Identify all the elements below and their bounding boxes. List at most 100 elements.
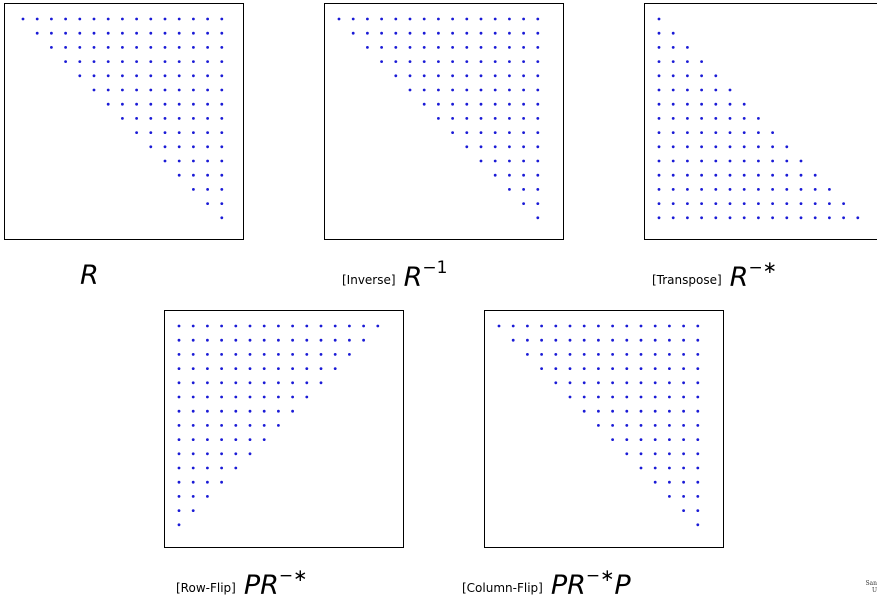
matrix-entry-dot	[380, 60, 383, 63]
matrix-entry-dot	[291, 324, 294, 328]
matrix-entry-dot	[536, 60, 540, 63]
matrix-entry-dot	[234, 338, 238, 342]
matrix-entry-dot	[639, 353, 643, 356]
matrix-entry-dot	[536, 188, 540, 191]
matrix-entry-dot	[177, 173, 181, 177]
matrix-entry-dot	[653, 324, 657, 328]
matrix-entry-dot	[163, 131, 167, 134]
matrix-entry-dot	[653, 409, 657, 413]
matrix-entry-dot	[437, 102, 440, 106]
matrix-entry-dot	[177, 46, 181, 49]
matrix-entry-dot	[206, 31, 210, 35]
matrix-entry-dot	[191, 324, 195, 328]
matrix-entry-dot	[657, 202, 661, 206]
matrix-entry-dot	[192, 88, 195, 92]
matrix-entry-dot	[757, 131, 760, 134]
matrix-entry-dot	[451, 17, 454, 21]
matrix-entry-dot	[248, 353, 252, 356]
matrix-entry-dot	[668, 424, 671, 427]
matrix-entry-dot	[785, 202, 789, 206]
matrix-entry-dot	[135, 131, 139, 134]
matrix-entry-dot	[657, 145, 661, 149]
matrix-entry-dot	[92, 74, 96, 78]
matrix-entry-dot	[682, 353, 685, 356]
matrix-entry-dot	[92, 46, 96, 49]
matrix-entry-dot	[291, 395, 294, 399]
matrix-entry-dot	[568, 395, 572, 399]
matrix-entry-dot	[206, 324, 209, 328]
matrix-entry-dot	[493, 131, 497, 134]
matrix-entry-dot	[700, 60, 703, 63]
matrix-entry-dot	[333, 338, 337, 342]
matrix-entry-dot	[522, 131, 525, 134]
matrix-entry-dot	[611, 381, 614, 385]
matrix-entry-dot	[351, 17, 355, 21]
matrix-entry-dot	[220, 202, 224, 206]
matrix-entry-dot	[686, 145, 689, 149]
matrix-entry-dot	[728, 88, 732, 92]
matrix-entry-dot	[177, 367, 181, 370]
matrix-entry-dot	[78, 74, 82, 78]
matrix-entry-dot	[657, 74, 661, 78]
matrix-entry-dot	[668, 324, 671, 328]
matrix-entry-dot	[192, 46, 195, 49]
matrix-entry-dot	[554, 324, 558, 328]
matrix-entry-dot	[771, 202, 774, 206]
matrix-entry-dot	[700, 159, 703, 163]
matrix-entry-dot	[149, 31, 153, 35]
matrix-entry-dot	[333, 367, 337, 370]
matrix-entry-dot	[220, 424, 223, 427]
matrix-panel-R-inverse	[324, 3, 564, 240]
matrix-entry-dot	[206, 381, 209, 385]
matrix-entry-dot	[842, 216, 845, 220]
matrix-entry-dot	[526, 338, 529, 342]
matrix-entry-dot	[536, 159, 540, 163]
matrix-entry-dot	[248, 452, 252, 456]
matrix-entry-dot	[192, 31, 195, 35]
matrix-entry-dot	[639, 381, 643, 385]
matrix-entry-dot	[682, 452, 685, 456]
matrix-entry-dot	[540, 324, 543, 328]
matrix-entry-dot	[686, 88, 689, 92]
matrix-entry-dot	[149, 117, 153, 120]
matrix-entry-dot	[291, 367, 294, 370]
matrix-entry-dot	[639, 452, 643, 456]
matrix-entry-dot	[696, 381, 700, 385]
matrix-entry-dot	[191, 438, 195, 441]
matrix-entry-dot	[625, 438, 629, 441]
matrix-entry-dot	[106, 17, 110, 21]
matrix-entry-dot	[639, 438, 643, 441]
matrix-entry-dot	[785, 145, 789, 149]
matrix-entry-dot	[106, 60, 110, 63]
matrix-entry-dot	[828, 202, 831, 206]
matrix-entry-dot	[625, 395, 629, 399]
matrix-entry-dot	[380, 46, 383, 49]
matrix-entry-dot	[277, 338, 280, 342]
matrix-entry-dot	[177, 324, 181, 328]
matrix-entry-dot	[508, 60, 511, 63]
matrix-entry-dot	[248, 409, 252, 413]
matrix-entry-dot	[493, 60, 497, 63]
matrix-entry-dot	[508, 145, 511, 149]
matrix-entry-dot	[35, 17, 39, 21]
matrix-entry-dot	[728, 188, 732, 191]
matrix-entry-dot	[163, 88, 167, 92]
matrix-entry-dot	[135, 88, 139, 92]
matrix-entry-dot	[757, 173, 760, 177]
matrix-entry-dot	[220, 17, 224, 21]
matrix-entry-dot	[135, 46, 139, 49]
matrix-entry-dot	[671, 159, 675, 163]
matrix-entry-dot	[408, 31, 412, 35]
matrix-entry-dot	[408, 17, 412, 21]
matrix-entry-dot	[700, 88, 703, 92]
matrix-entry-dot	[380, 31, 383, 35]
matrix-entry-dot	[177, 60, 181, 63]
matrix-entry-dot	[696, 438, 700, 441]
matrix-entry-dot	[714, 131, 718, 134]
matrix-entry-dot	[437, 31, 440, 35]
matrix-entry-dot	[220, 88, 224, 92]
matrix-entry-dot	[493, 17, 497, 21]
matrix-panel-row-flip	[164, 310, 404, 548]
matrix-entry-dot	[639, 338, 643, 342]
matrix-entry-dot	[177, 74, 181, 78]
